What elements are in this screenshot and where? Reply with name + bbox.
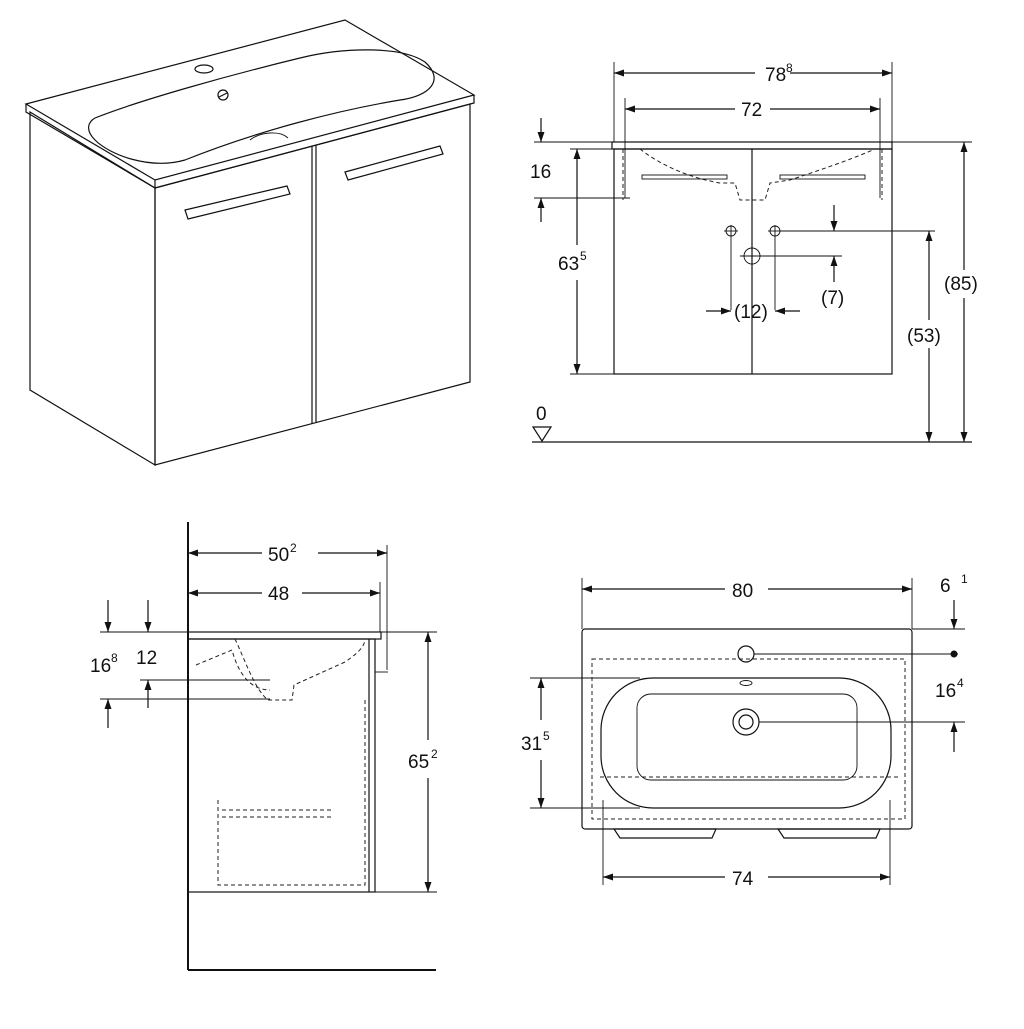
side-basin-inner: 12 <box>136 648 157 669</box>
top-cabinet-width: 74 <box>732 869 754 890</box>
top-width-overall: 80 <box>732 581 753 602</box>
side-view: 50 2 48 16 8 12 65 2 <box>90 522 438 971</box>
side-depth-overall: 50 <box>268 545 289 566</box>
side-depth-overall-sup: 2 <box>290 541 297 555</box>
top-view: 80 6 1 16 4 31 5 74 <box>521 572 968 890</box>
top-basin-depth: 31 <box>521 734 542 755</box>
front-drain-height: (53) <box>907 326 941 347</box>
front-width-overall-sup: 8 <box>786 61 793 75</box>
front-width-overall: 78 <box>765 65 786 86</box>
front-cabinet-height-sup: 5 <box>580 249 587 263</box>
side-depth-inner: 48 <box>268 584 289 605</box>
front-top-thickness: 16 <box>530 162 551 183</box>
front-drain-spacing: (12) <box>734 302 768 323</box>
front-view: 78 8 72 16 63 5 (12) (7) (53) <box>530 61 978 443</box>
front-cabinet-height: 63 <box>558 254 579 275</box>
side-basin-depth-sup: 8 <box>111 651 118 665</box>
isometric-view <box>24 19 476 467</box>
side-cabinet-height-sup: 2 <box>431 747 438 761</box>
top-tap-offset: 6 <box>940 576 951 597</box>
top-tap-offset-sup: 1 <box>961 572 968 586</box>
front-floor-level: 0 <box>536 404 547 425</box>
front-width-inner: 72 <box>741 100 762 121</box>
top-drain-offset-sup: 4 <box>957 676 964 690</box>
front-drain-offset: (7) <box>821 288 844 309</box>
side-basin-depth: 16 <box>90 656 111 677</box>
front-total-height: (85) <box>944 274 978 295</box>
top-drain-offset: 16 <box>935 681 956 702</box>
top-basin-depth-sup: 5 <box>543 729 550 743</box>
side-cabinet-height: 65 <box>408 752 429 773</box>
